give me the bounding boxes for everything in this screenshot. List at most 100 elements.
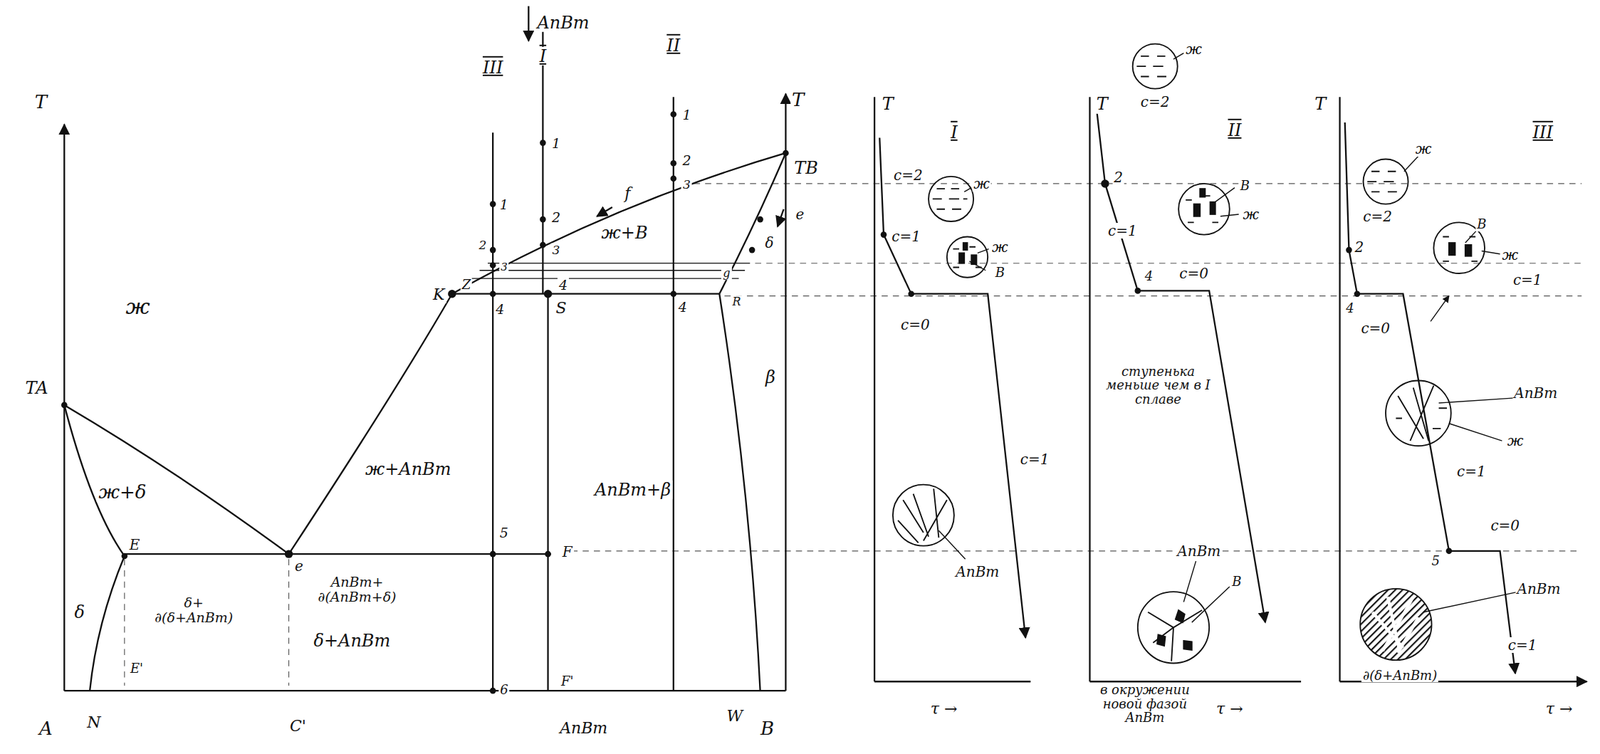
drawing-stroke — [539, 139, 547, 146]
diagram-label: S — [554, 299, 569, 317]
diagram-label: в окружении новой фазой AnBm — [1092, 682, 1197, 725]
drawing-stroke — [873, 96, 876, 682]
diagram-label: II — [1226, 121, 1243, 140]
diagram-label: AnBm — [1175, 543, 1222, 559]
drawing-stroke — [1465, 230, 1477, 243]
diagram-label: AnBm — [1512, 385, 1559, 401]
drawing-stroke — [447, 289, 456, 298]
drawing-stroke — [479, 269, 746, 271]
drawing-stroke — [1481, 251, 1501, 255]
drawing-stroke — [969, 261, 986, 271]
drawing-stroke — [489, 687, 497, 695]
drawing-stroke — [938, 530, 965, 559]
diagram-label: e — [293, 558, 305, 574]
diagram-label: III — [1531, 123, 1555, 142]
drawing-stroke — [284, 549, 293, 558]
diagram-label: c=1 — [1106, 222, 1139, 239]
drawing-stroke — [1404, 155, 1419, 171]
drawing-stroke — [61, 402, 68, 409]
diagram-label: ∂(δ+AnBm) — [1361, 668, 1439, 683]
drawing-stroke — [959, 252, 965, 263]
drawing-stroke — [670, 111, 678, 118]
diagram-label: ж — [123, 294, 151, 318]
diagram-label: II — [665, 36, 682, 55]
drawing-stroke — [777, 209, 784, 227]
drawing-stroke — [1191, 586, 1230, 623]
drawing-stroke — [1385, 380, 1452, 447]
curve-points — [880, 179, 1452, 554]
diagram-label: 1 — [680, 106, 693, 122]
diagram-label: 2 — [477, 238, 488, 253]
diagram-label: T — [33, 91, 49, 113]
diagram-label: AnBm — [1515, 581, 1563, 597]
diagram-label: c=1 — [1511, 272, 1544, 288]
diagram-label: 4 — [1344, 301, 1356, 316]
drawing-stroke — [672, 96, 675, 691]
diagram-label: E' — [128, 661, 145, 676]
drawing-stroke — [539, 242, 547, 249]
cooling-curves — [874, 96, 1587, 682]
drawing-stroke — [1354, 290, 1361, 297]
drawing-stroke — [963, 242, 968, 250]
diagram-label: 5 — [498, 525, 510, 541]
diagram-label: AnBm — [954, 563, 1001, 580]
diagram-label: W — [724, 707, 745, 725]
drawing-stroke — [89, 556, 125, 691]
diagram-label: δ+AnBm — [312, 631, 393, 651]
diagram-label: ж+AnBm — [363, 459, 453, 479]
drawing-stroke — [1465, 244, 1472, 257]
drawing-stroke — [947, 236, 988, 277]
drawing-stroke — [489, 551, 497, 558]
drawing-stroke — [1446, 548, 1453, 555]
drawing-stroke — [1367, 171, 1398, 193]
drawing-stroke — [527, 6, 530, 42]
drawing-stroke — [670, 160, 678, 167]
diagram-label: TA — [24, 378, 50, 397]
drawing-stroke — [489, 290, 497, 297]
points — [61, 111, 789, 694]
diagram-label: 2 — [550, 210, 562, 226]
drawing-stroke — [1135, 287, 1142, 295]
diagram-label: 3 — [681, 178, 693, 192]
diagram-label: T — [1313, 94, 1328, 114]
drawing-stroke — [64, 405, 125, 557]
drawing-stroke — [719, 153, 786, 295]
drawing-stroke — [489, 262, 497, 269]
diagram-label: g — [721, 267, 732, 280]
diagram-label: c=1 — [1455, 463, 1488, 480]
diagram-label: 2 — [1112, 169, 1125, 186]
drawing-stroke — [64, 405, 289, 554]
drawing-stroke — [784, 93, 787, 691]
diagram-label: TB — [792, 158, 820, 178]
drawing-stroke — [544, 289, 552, 298]
diagram-label: 3 — [551, 243, 562, 258]
diagram-label: B — [1238, 178, 1252, 193]
diagram-label: I — [949, 123, 959, 142]
diagram-label: AnBm+β — [593, 480, 673, 500]
drawing-stroke — [1089, 680, 1301, 683]
diagram-label: B — [759, 718, 776, 740]
drawing-stroke — [1136, 56, 1167, 77]
diagram-label: c=2 — [1139, 93, 1172, 110]
drawing-stroke — [1345, 247, 1353, 254]
drawing-stroke — [782, 150, 789, 157]
diagram-label: Z — [460, 277, 473, 292]
diagram-label: 5 — [1430, 553, 1442, 569]
drawing-stroke — [1439, 398, 1516, 404]
drawing-stroke — [1137, 591, 1210, 663]
drawing-stroke — [1345, 122, 1516, 674]
drawing-stroke — [596, 207, 612, 217]
diagram-label: 1 — [498, 196, 510, 212]
drawing-stroke — [932, 188, 968, 210]
drawing-stroke — [1097, 112, 1266, 624]
diagram-label: c=0 — [1488, 517, 1521, 534]
drawing-stroke — [541, 30, 544, 295]
drawing-stroke — [489, 247, 497, 254]
diagram-label: δ — [763, 234, 775, 251]
diagram-label: T — [1095, 94, 1110, 114]
diagram-label: B — [1230, 574, 1243, 589]
drawing-stroke — [489, 200, 497, 208]
diagram-label: T — [880, 94, 896, 114]
drawing-stroke — [897, 488, 948, 543]
